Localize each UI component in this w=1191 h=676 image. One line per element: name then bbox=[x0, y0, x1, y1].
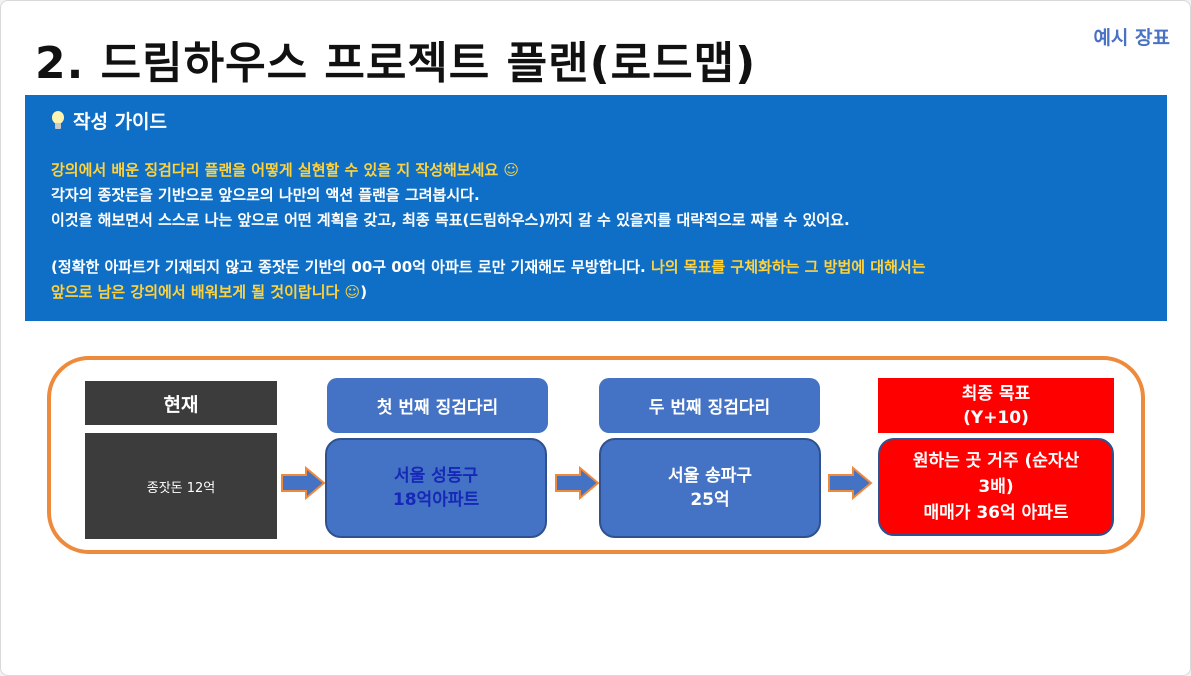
guide-line-3: 이것을 해보면서 스스로 나는 앞으로 어떤 계획을 갖고, 최종 목표(드림하… bbox=[51, 211, 850, 229]
step2-line-1: 서울 송파구 bbox=[667, 466, 753, 486]
guide-line-4-yellow: 나의 목표를 구체화하는 그 방법에 대해서는 bbox=[650, 258, 926, 276]
goal-box: 원하는 곳 거주 (순자산 3배) 매매가 36억 아파트 bbox=[878, 438, 1114, 536]
goal-line-3: 매매가 36억 아파트 bbox=[923, 503, 1069, 523]
goal-label: 최종 목표 (Y+10) bbox=[878, 378, 1114, 433]
guide-line-4-white: (정확한 아파트가 기재되지 않고 종잣돈 기반의 00구 00억 아파트 로만… bbox=[51, 258, 646, 276]
guide-panel: 작성 가이드 강의에서 배운 징검다리 플랜을 어떻게 실현할 수 있을 지 작… bbox=[25, 95, 1167, 321]
step1-line-2: 18억아파트 bbox=[392, 490, 480, 510]
step1-box: 서울 성동구 18억아파트 bbox=[325, 438, 547, 538]
guide-line-5-white: ) bbox=[360, 283, 368, 301]
step2-line-2: 25억 bbox=[690, 490, 730, 510]
step1-label: 첫 번째 징검다리 bbox=[327, 378, 548, 433]
guide-heading-text: 작성 가이드 bbox=[73, 111, 168, 133]
guide-line-2: 각자의 종잣돈을 기반으로 앞으로의 나만의 액션 플랜을 그려봅시다. bbox=[51, 186, 480, 204]
goal-label-sub: (Y+10) bbox=[963, 407, 1029, 428]
step2-label: 두 번째 징검다리 bbox=[599, 378, 820, 433]
step1-line-1: 서울 성동구 bbox=[393, 466, 479, 486]
guide-spacer bbox=[51, 233, 1141, 255]
current-content: 종잣돈 12억 bbox=[146, 480, 216, 496]
guide-heading: 작성 가이드 bbox=[51, 107, 1141, 134]
page-title: 2. 드림하우스 프로젝트 플랜(로드맵) bbox=[35, 38, 757, 89]
guide-line-5-yellow: 앞으로 남은 강의에서 배워보게 될 것이랍니다 ☺ bbox=[51, 283, 361, 301]
goal-line-1: 원하는 곳 거주 (순자산 bbox=[912, 451, 1080, 471]
arrow-right-icon bbox=[555, 466, 600, 500]
arrow-right-icon bbox=[828, 466, 873, 500]
lightbulb-icon bbox=[51, 110, 65, 131]
guide-line-5: 앞으로 남은 강의에서 배워보게 될 것이랍니다 ☺) bbox=[51, 280, 1141, 305]
goal-line-2: 3배) bbox=[978, 477, 1014, 497]
goal-label-text: 최종 목표 bbox=[961, 383, 1031, 404]
current-box: 종잣돈 12억 bbox=[85, 433, 277, 539]
guide-line-4: (정확한 아파트가 기재되지 않고 종잣돈 기반의 00구 00억 아파트 로만… bbox=[51, 255, 1141, 280]
arrow-right-icon bbox=[281, 466, 326, 500]
roadmap-frame bbox=[47, 356, 1145, 554]
current-label: 현재 bbox=[85, 381, 277, 425]
guide-line-1: 강의에서 배운 징검다리 플랜을 어떻게 실현할 수 있을 지 작성해보세요 ☺ bbox=[51, 161, 520, 179]
step2-box: 서울 송파구 25억 bbox=[599, 438, 821, 538]
sample-tag: 예시 장표 bbox=[1093, 27, 1170, 49]
